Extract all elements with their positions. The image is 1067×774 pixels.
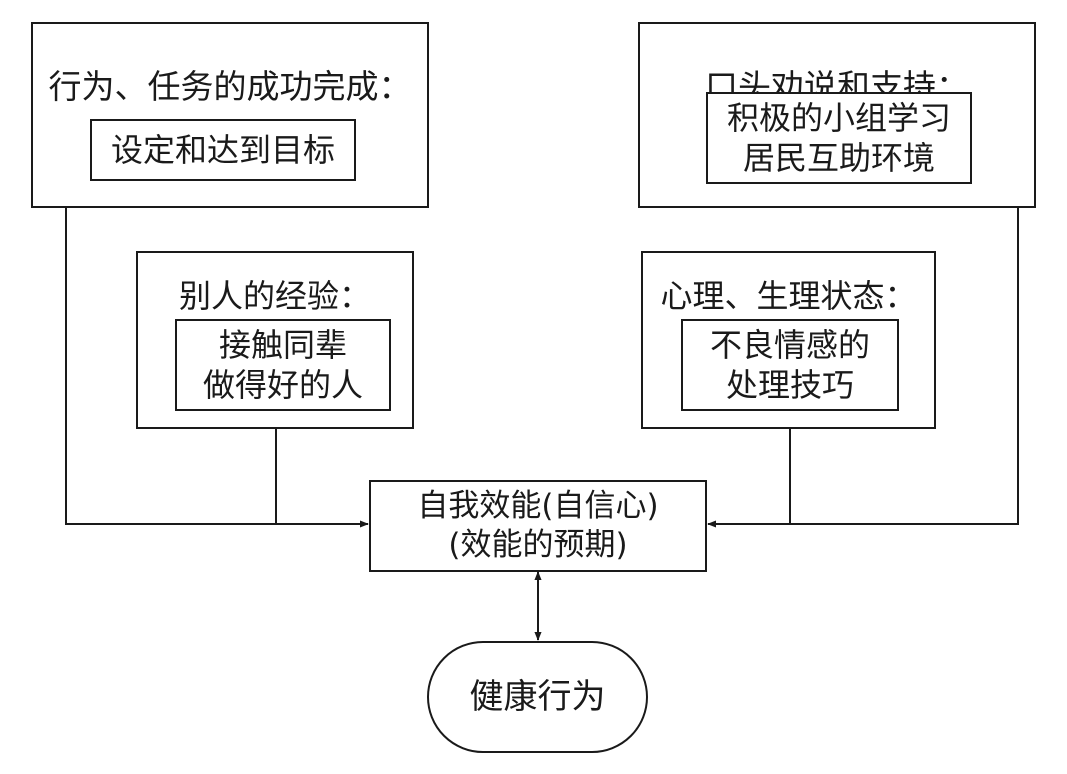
connector-mastery-to-efficacy	[65, 208, 369, 528]
physiological-box: 心理、生理状态： 不良情感的 处理技巧	[641, 251, 936, 429]
self-efficacy-box: 自我效能(自信心) (效能的预期)	[369, 480, 707, 572]
persuasion-inner-line-1: 积极的小组学习	[726, 99, 951, 137]
health-behavior-box: 健康行为	[427, 641, 648, 753]
mastery-box: 行为、任务的成功完成： 设定和达到目标	[31, 22, 429, 208]
self-efficacy-line-2: (效能的预期)	[448, 527, 628, 563]
persuasion-inner-line-2: 居民互助环境	[742, 139, 935, 177]
vicarious-inner-line-2: 做得好的人	[202, 366, 363, 404]
physiological-title: 心理、生理状态：	[660, 277, 917, 315]
connector-persuasion-to-efficacy	[707, 208, 1019, 528]
vicarious-inner-line-1: 接触同辈	[218, 326, 347, 364]
health-behavior-label: 健康行为	[469, 676, 606, 717]
vicarious-title: 别人的经验：	[178, 277, 371, 315]
physiological-inner-line-2: 处理技巧	[725, 366, 854, 404]
physiological-inner-box: 不良情感的 处理技巧	[681, 319, 899, 411]
self-efficacy-line-1: 自我效能(自信心)	[417, 488, 659, 525]
vicarious-box: 别人的经验： 接触同辈 做得好的人	[136, 251, 414, 429]
physiological-inner-line-1: 不良情感的	[709, 326, 870, 364]
persuasion-box: 口头劝说和支持： 积极的小组学习 居民互助环境	[638, 22, 1036, 208]
vicarious-inner-box: 接触同辈 做得好的人	[175, 319, 391, 411]
mastery-inner-line-1: 设定和达到目标	[110, 131, 335, 169]
mastery-inner-box: 设定和达到目标	[90, 119, 356, 181]
persuasion-inner-box: 积极的小组学习 居民互助环境	[706, 92, 972, 184]
mastery-title: 行为、任务的成功完成：	[48, 67, 412, 106]
